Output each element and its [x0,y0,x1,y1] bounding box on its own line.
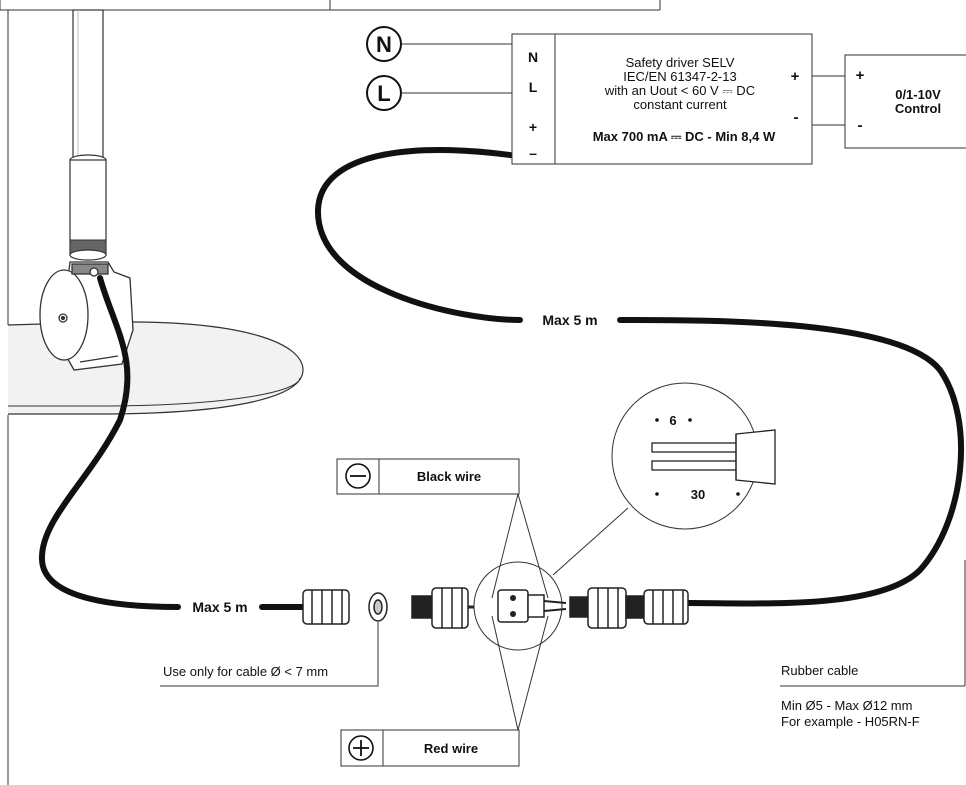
live-letter: L [377,81,390,106]
driver-terminal-n: N [528,49,538,65]
control-line1: 0/1-10V [895,87,941,102]
seal-note: Use only for cable Ø < 7 mm [160,622,379,687]
connector-right-nut [643,589,689,625]
driver-terminal-minus: – [529,145,537,161]
connector-left-body [411,587,485,629]
driver-terminal-plus: + [529,119,537,135]
rubber-cable-title: Rubber cable [781,663,858,678]
driver-out-plus: + [791,68,800,85]
driver-cable [314,146,533,323]
cable-length-upper-label: Max 5 m [542,312,597,328]
control-line2: Control [895,101,941,116]
neutral-terminal-symbol: N [366,26,402,62]
pins-magnifier [473,561,567,651]
driver-desc-line1: Safety driver SELV [626,55,735,70]
driver-desc-line4: constant current [633,97,727,112]
black-wire-callout: Black wire [336,458,520,495]
plus-circle-icon [348,735,374,761]
driver-box: N L + – Safety driver SELV IEC/EN 61347-… [511,33,813,165]
connector-seal-ring [368,592,388,622]
cable-length-lower-label: Max 5 m [192,599,247,615]
control-lines [812,75,845,126]
driver-desc-line2: IEC/EN 61347-2-13 [623,69,736,84]
control-minus: - [858,117,863,134]
rubber-cable-line1: Min Ø5 - Max Ø12 mm [781,698,912,713]
driver-rating: Max 700 mA ⎓ DC - Min 8,4 W [593,129,776,144]
lamp-cable [38,275,181,610]
connector-right-body [569,587,645,629]
strip-length-detail: 6 30 [611,382,776,530]
lamp-pole [69,9,107,261]
pole-bracket [39,261,134,371]
strip-dim-short: 6 [669,413,676,428]
neutral-letter: N [376,32,392,57]
live-terminal-symbol: L [366,75,402,111]
rubber-cable-line2: For example - H05RN-F [781,714,920,729]
red-wire-callout: Red wire [340,729,520,767]
top-table-frame [0,0,661,785]
control-box: + - 0/1-10V Control [844,54,966,149]
connector-left-nut [302,589,350,625]
strip-dim-long: 30 [691,487,705,502]
driver-desc-line3: with an Uout < 60 V ⎓ DC [604,83,755,98]
wire-leader-lines [491,493,629,731]
cables [38,146,964,610]
red-wire-label: Red wire [424,741,478,756]
rubber-cable-note: Rubber cable Min Ø5 - Max Ø12 mm For exa… [780,560,966,729]
driver-out-minus: - [794,109,799,126]
driver-terminal-l: L [529,79,538,95]
control-plus: + [856,67,865,84]
mains-lines [401,43,512,94]
seal-note-text: Use only for cable Ø < 7 mm [163,664,328,679]
minus-circle-icon [345,463,371,489]
black-wire-label: Black wire [417,469,481,484]
